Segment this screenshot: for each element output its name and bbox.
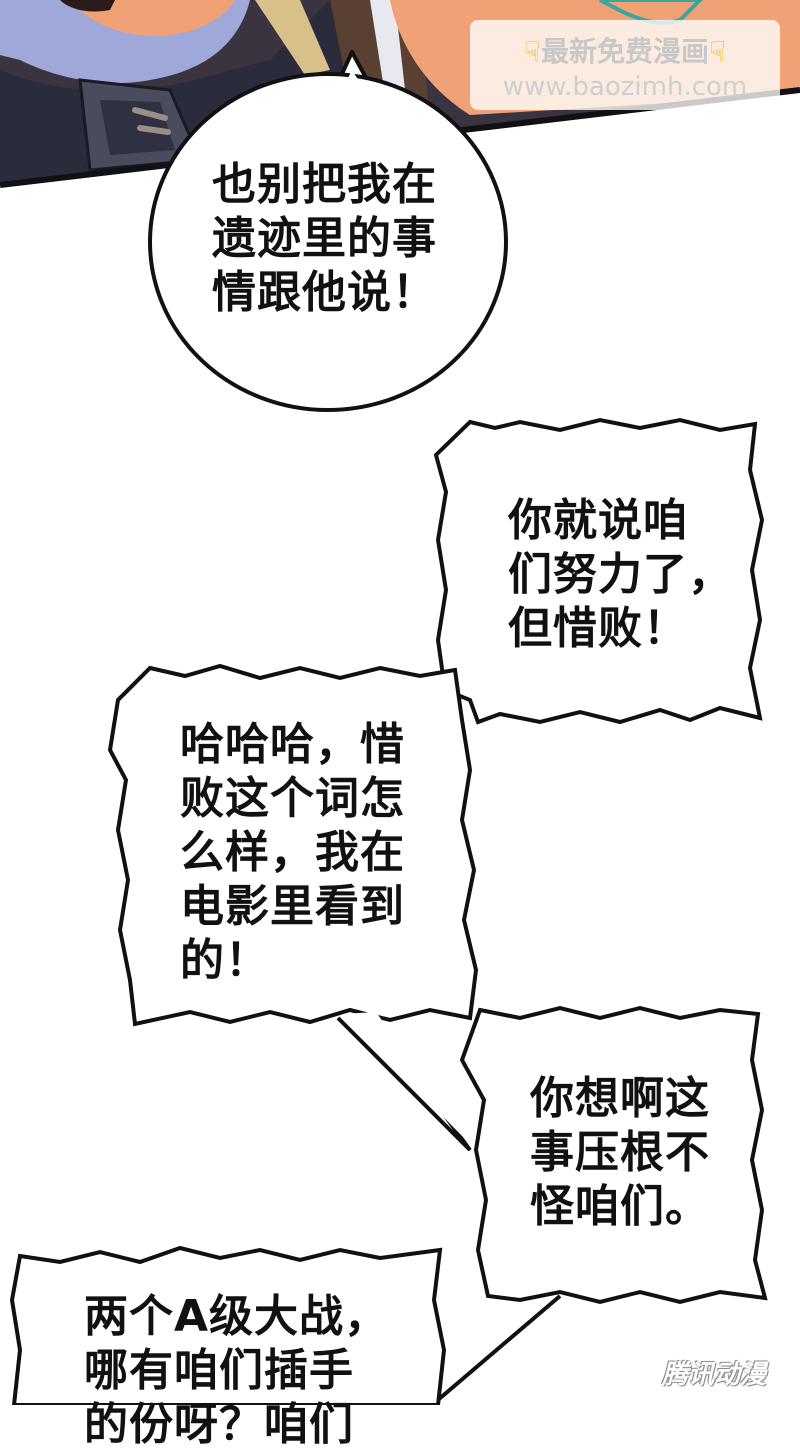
- bubble-3-text: 哈哈哈，惜 败这个词怎 么样，我在 电影里看到 的！: [180, 718, 405, 988]
- bubble-2-text: 你就说咱 们努力了， 但惜败！: [508, 494, 733, 656]
- jagged-bubble-2: [107, 663, 479, 1152]
- bubble-5-line: 的份呀？咱们: [84, 1399, 354, 1450]
- bubble-3-line: 么样，我在: [180, 827, 405, 878]
- jagged-bubble-3: [430, 1005, 768, 1405]
- bubble-3-line: 电影里看到: [180, 881, 405, 932]
- bubble-3-line: 哈哈哈，惜: [180, 719, 405, 770]
- watermark-title: 最新免费漫画: [540, 35, 709, 68]
- bubble-2-line: 你就说咱: [508, 495, 688, 546]
- watermark[interactable]: ☟最新免费漫画☟ www.baozimh.com: [470, 20, 780, 110]
- bubble-4-line: 怪咱们。: [530, 1181, 710, 1232]
- pointing-hand-icon: ☟: [523, 35, 541, 68]
- bubble-1-line: 也别把我在: [212, 159, 437, 210]
- bubble-2-line: 但惜败！: [508, 603, 688, 654]
- round-speech-bubble: [148, 50, 508, 412]
- bubble-4-text: 你想啊这 事压根不 怪咱们。: [530, 1072, 710, 1234]
- watermark-url: www.baozimh.com: [502, 72, 748, 102]
- pointing-hand-icon: ☟: [709, 35, 727, 68]
- bubble-1-text: 也别把我在 遗迹里的事 情跟他说！: [212, 158, 437, 320]
- comic-panel: [0, 0, 800, 1405]
- publisher-logo: 腾讯动漫: [662, 1360, 767, 1390]
- jagged-bubble-4: [9, 1245, 447, 1405]
- bubble-2-line: 们努力了，: [508, 549, 733, 600]
- bubble-4-line: 你想啊这: [530, 1073, 710, 1124]
- bubble-4-line: 事压根不: [530, 1127, 710, 1178]
- bubble-3-line: 败这个词怎: [180, 773, 405, 824]
- bubble-1-line: 遗迹里的事: [212, 213, 437, 264]
- bubble-5-line: 哪有咱们插手: [84, 1345, 354, 1396]
- bubble-5-text: 两个A级大战， 哪有咱们插手 的份呀？咱们: [84, 1290, 389, 1452]
- jagged-bubble-1: [433, 417, 765, 725]
- bubble-3-line: 的！: [180, 935, 270, 986]
- bubble-5-line: 两个A级大战，: [84, 1291, 390, 1342]
- bubble-1-line: 情跟他说！: [212, 267, 437, 318]
